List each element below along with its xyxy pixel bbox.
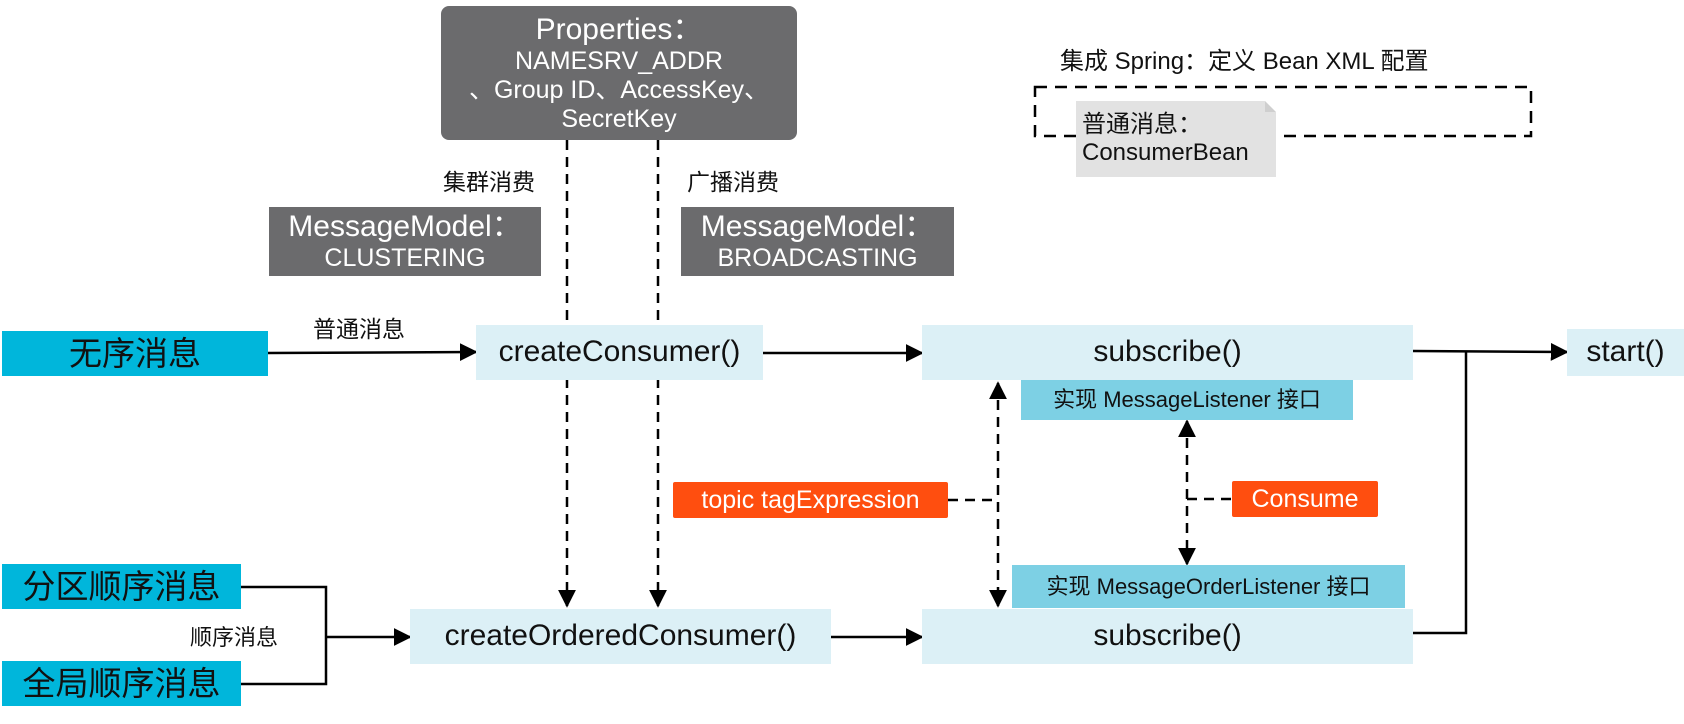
clustering-model-box: MessageModel： CLUSTERING <box>269 207 541 276</box>
spring-config-region <box>1033 85 1533 138</box>
global-ordered-msg-label: 全局顺序消息 <box>22 664 221 702</box>
global-ordered-msg-box: 全局顺序消息 <box>2 661 241 706</box>
properties-line-3: SecretKey <box>561 104 677 133</box>
topic-tag-expression-label: topic tagExpression <box>701 485 920 514</box>
consume-badge: Consume <box>1232 481 1378 517</box>
properties-line-1: NAMESRV_ADDR <box>515 47 723 76</box>
create-ordered-consumer-label: createOrderedConsumer() <box>444 619 797 653</box>
message-listener-box: 实现 MessageListener 接口 <box>1021 380 1353 420</box>
cluster-label: 集群消费 <box>443 169 535 195</box>
start-label: start() <box>1586 335 1665 369</box>
subscribe-to-start-arrow <box>1412 342 1569 361</box>
clustering-model-title: MessageModel： <box>288 209 522 243</box>
page-fold-icon <box>1265 101 1276 112</box>
partition-ordered-msg-box: 分区顺序消息 <box>2 564 241 609</box>
subscribe-bottom-label: subscribe() <box>1093 619 1242 653</box>
properties-title: Properties： <box>535 12 703 46</box>
ordered-msg-label: 顺序消息 <box>190 625 279 650</box>
order-listener-label: 实现 MessageOrderListener 接口 <box>1046 573 1371 599</box>
partition-ordered-msg-label: 分区顺序消息 <box>22 567 221 605</box>
consumer-bean-line-1: 普通消息： <box>1082 111 1202 139</box>
create-consumer-box: createConsumer() <box>476 325 763 380</box>
properties-line-2: 、Group ID、AccessKey、 <box>468 75 770 104</box>
start-box: start() <box>1567 329 1684 376</box>
ordered-msg-bracket <box>241 585 328 686</box>
consume-label: Consume <box>1251 484 1359 513</box>
create-ordered-consumer-box: createOrderedConsumer() <box>410 609 831 664</box>
bottom-subscribe-to-start-line <box>1413 352 1468 635</box>
subscribe-top-label: subscribe() <box>1093 335 1242 369</box>
topic-tag-expression-badge: topic tagExpression <box>673 482 948 518</box>
unordered-msg-box: 无序消息 <box>2 331 268 376</box>
subscribe-bottom-box: subscribe() <box>922 609 1413 664</box>
broadcasting-model-box: MessageModel： BROADCASTING <box>681 207 954 276</box>
clustering-model-value: CLUSTERING <box>324 244 486 273</box>
unordered-msg-label: 无序消息 <box>69 334 201 372</box>
message-listener-label: 实现 MessageListener 接口 <box>1053 387 1321 413</box>
subscribe-top-box: subscribe() <box>922 325 1413 380</box>
normal-msg-label: 普通消息 <box>313 316 405 342</box>
broadcast-label: 广播消费 <box>687 169 779 195</box>
consumer-bean-line-2: ConsumerBean <box>1082 139 1249 166</box>
broadcasting-model-title: MessageModel： <box>700 209 935 243</box>
broadcasting-model-value: BROADCASTING <box>717 244 918 273</box>
normal-msg-arrow <box>267 343 478 362</box>
spring-config-label: 集成 Spring：定义 Bean XML 配置 <box>1060 48 1429 75</box>
consumer-bean-box: 普通消息： ConsumerBean <box>1076 101 1276 177</box>
order-listener-box: 实现 MessageOrderListener 接口 <box>1012 565 1405 608</box>
properties-box: Properties： NAMESRV_ADDR 、Group ID、Acces… <box>441 6 797 140</box>
create-consumer-label: createConsumer() <box>498 335 741 369</box>
